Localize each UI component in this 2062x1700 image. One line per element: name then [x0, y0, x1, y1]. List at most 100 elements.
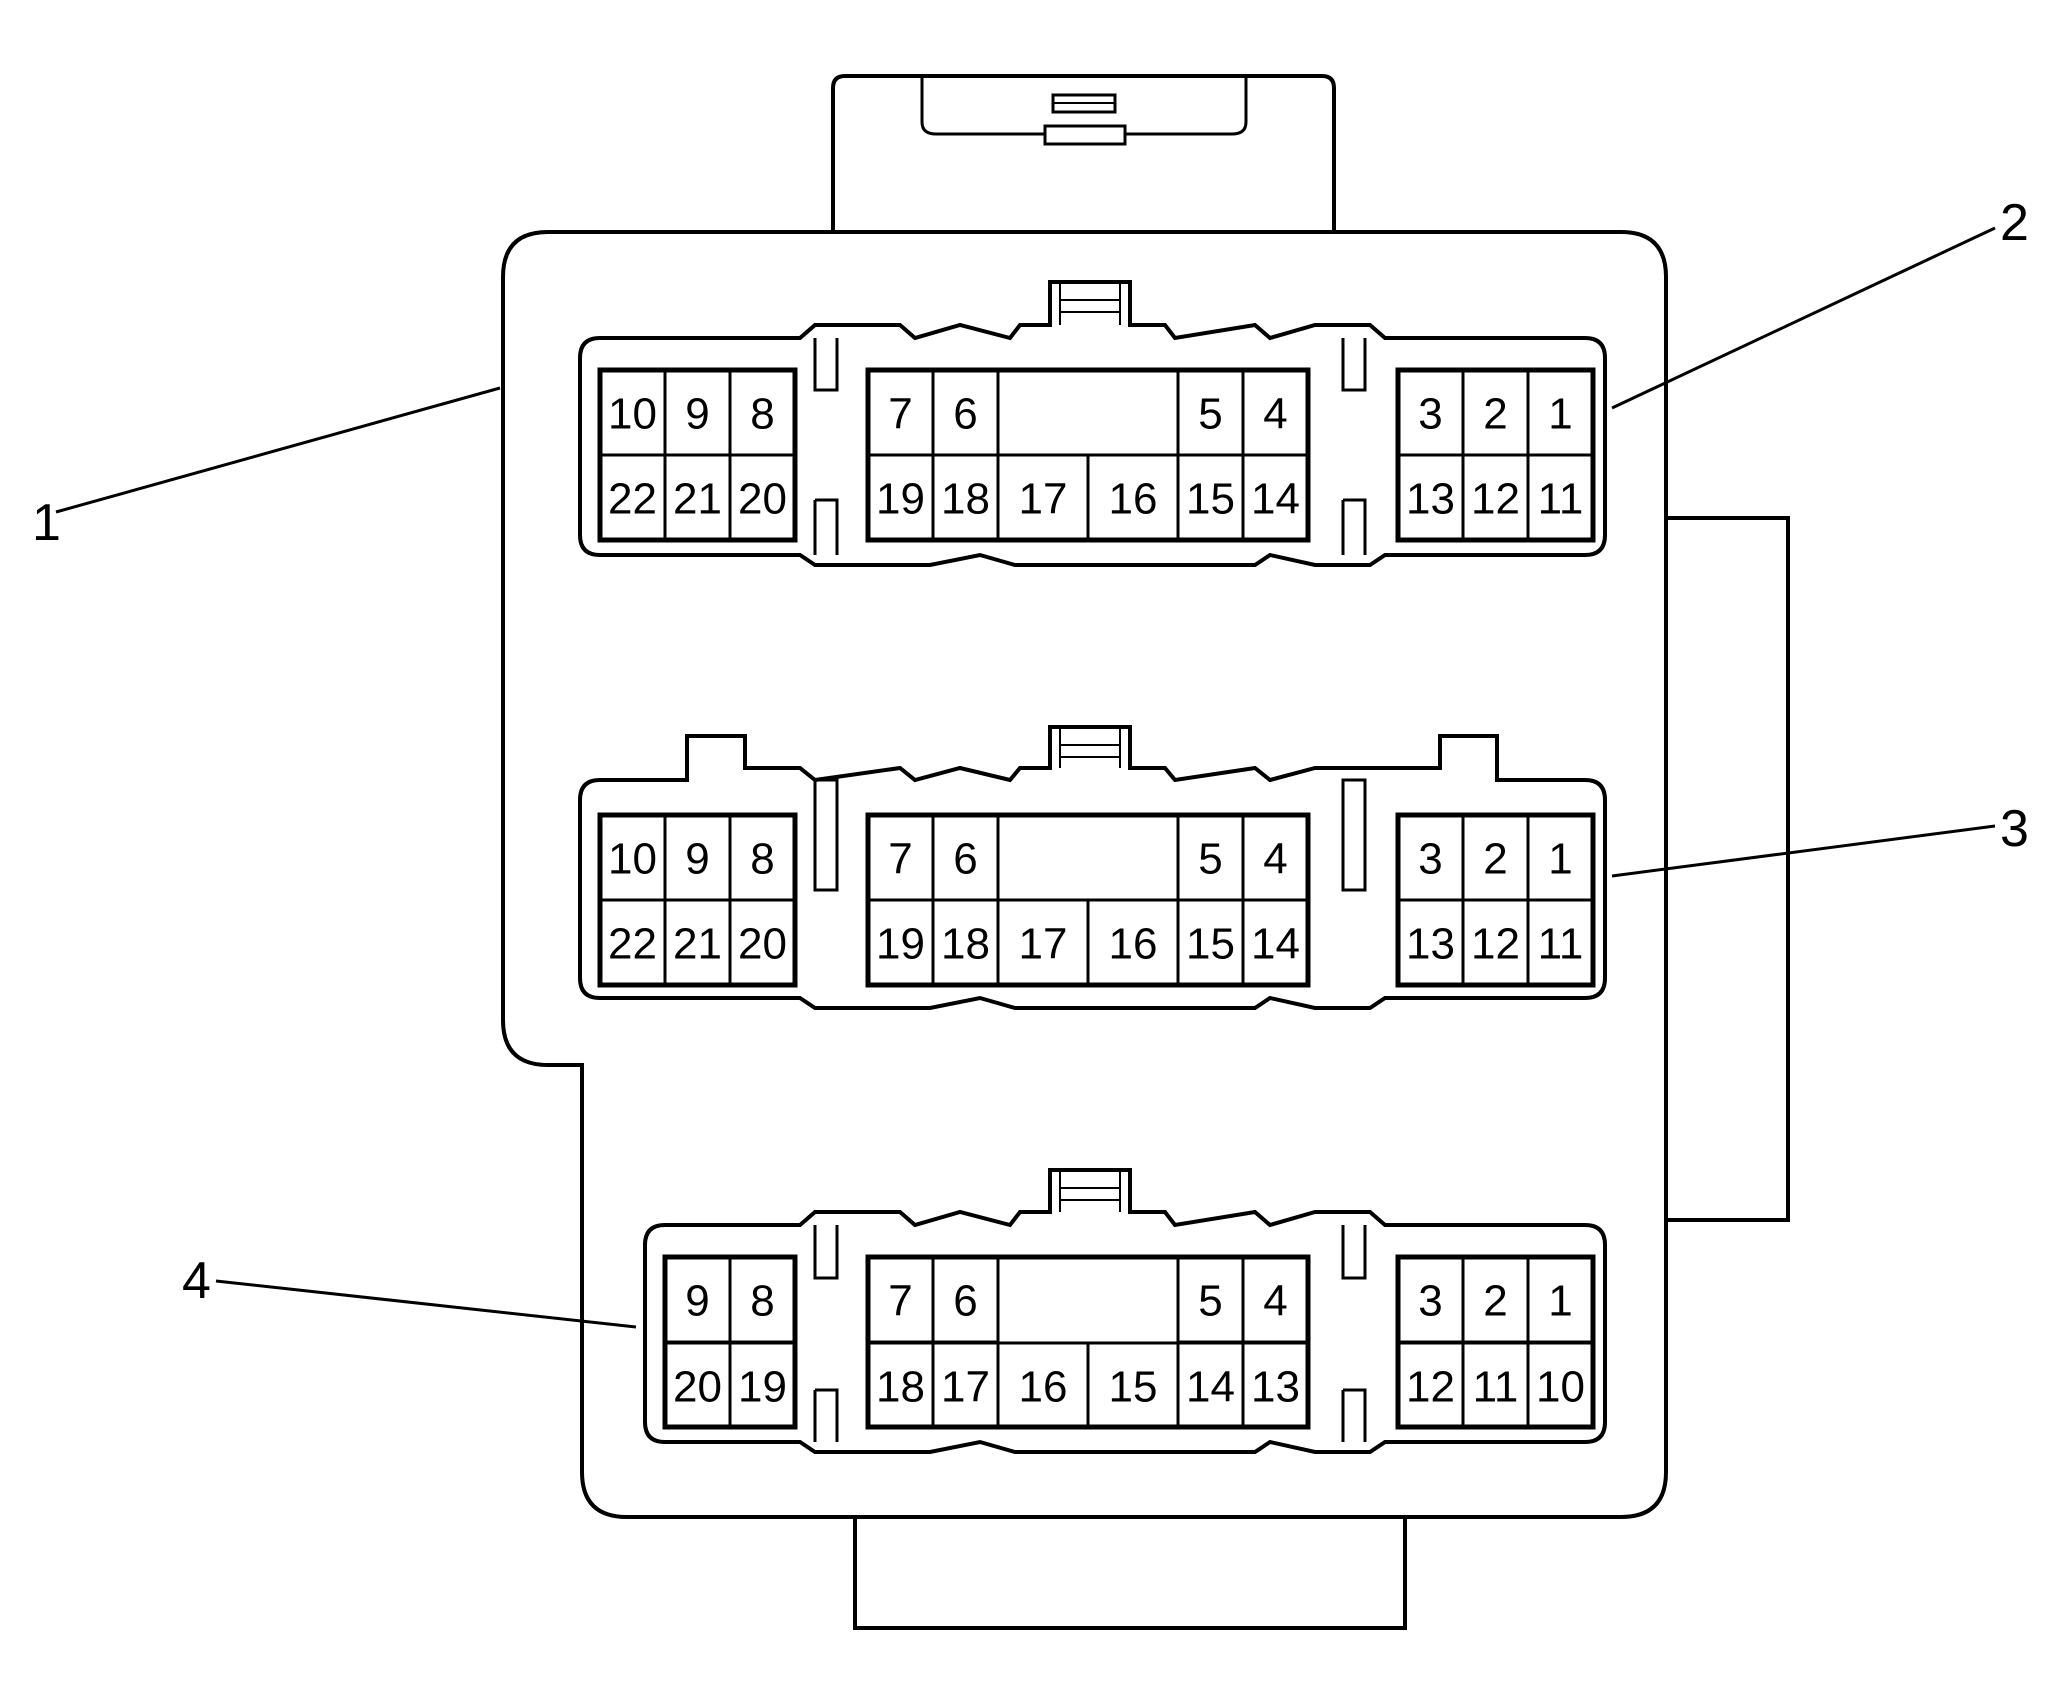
pin-label: 7 [888, 835, 912, 884]
callout-2: 2 [2000, 194, 2029, 252]
pin-label: 14 [1251, 920, 1300, 969]
pin-label: 14 [1186, 1363, 1235, 1412]
pin-label: 16 [1109, 475, 1158, 524]
pin-cell [663, 898, 732, 987]
pin-label: 11 [1473, 1363, 1519, 1412]
pin-block-right [1395, 812, 1596, 988]
pin-block-middle [865, 1254, 1311, 1430]
pin-label: 8 [750, 835, 774, 884]
pin-label: 6 [953, 835, 977, 884]
pin-label: 19 [876, 920, 925, 969]
pin-cell [1526, 1341, 1595, 1430]
pin-label: 15 [1186, 920, 1235, 969]
pin-label: 22 [608, 475, 657, 524]
pin-label: 11 [1538, 920, 1584, 969]
pin-cell [1241, 898, 1310, 987]
pin-label: 18 [941, 475, 990, 524]
pin-label: 9 [685, 835, 709, 884]
callout-4: 4 [182, 1252, 211, 1310]
pin-label: 17 [1019, 475, 1068, 524]
pin-block-left [662, 1254, 798, 1430]
pin-label: 3 [1418, 390, 1442, 439]
pin-cell [1241, 1255, 1310, 1344]
pin-cell [931, 813, 1000, 902]
pin-label: 2 [1483, 390, 1507, 439]
pin-label: 17 [1019, 920, 1068, 969]
pin-label: 13 [1406, 920, 1455, 969]
pin-label: 20 [738, 475, 787, 524]
pin-cell [728, 453, 797, 542]
pin-label: 21 [673, 920, 722, 969]
connector-upper [578, 280, 1607, 567]
pin-label: 21 [673, 475, 722, 524]
pin-label: 15 [1109, 1363, 1158, 1412]
pin-block-left [597, 812, 798, 988]
pin-cell [1461, 1341, 1530, 1430]
pin-cell [996, 898, 1090, 987]
pin-cell [931, 368, 1000, 457]
pin-label: 7 [888, 1277, 912, 1326]
pin-label: 15 [1186, 475, 1235, 524]
pin-label: 9 [685, 390, 709, 439]
pin-label: 19 [738, 1363, 787, 1412]
bottom-tab [853, 1517, 1407, 1630]
pin-label: 8 [750, 390, 774, 439]
pin-label: 3 [1418, 835, 1442, 884]
top-tab-latch-slot [1043, 124, 1127, 146]
pin-label: 5 [1198, 390, 1222, 439]
pin-label: 13 [1251, 1363, 1300, 1412]
pin-label: 11 [1538, 475, 1584, 524]
pin-cell [931, 1255, 1000, 1344]
divider-right [1341, 1225, 1367, 1442]
divider-right [1341, 338, 1367, 555]
divider-left [813, 1225, 839, 1442]
pin-cell [1086, 1341, 1180, 1430]
pin-label: 3 [1418, 1277, 1442, 1326]
pin-cell [1176, 898, 1245, 987]
pin-label: 13 [1406, 475, 1455, 524]
pin-cell [866, 368, 935, 457]
pin-label: 4 [1263, 390, 1287, 439]
pin-label: 18 [876, 1363, 925, 1412]
right-side-tab [1666, 516, 1790, 1222]
divider-left [813, 338, 839, 555]
pin-label: 6 [953, 390, 977, 439]
divider-right [1341, 778, 1367, 892]
callout-1: 1 [32, 494, 61, 552]
pin-label: 10 [1536, 1363, 1585, 1412]
pin-label: 8 [750, 1277, 774, 1326]
pin-label: 1 [1548, 835, 1572, 884]
pin-cell [1086, 898, 1180, 987]
pin-label: 17 [941, 1363, 990, 1412]
pin-cell [866, 898, 935, 987]
pin-cell [1461, 813, 1530, 902]
pin-label: 5 [1198, 1277, 1222, 1326]
pin-label: 22 [608, 920, 657, 969]
pin-label: 16 [1109, 920, 1158, 969]
pin-label: 10 [608, 835, 657, 884]
pin-cell [996, 1341, 1090, 1430]
pin-label: 2 [1483, 835, 1507, 884]
pin-cell [866, 1255, 935, 1344]
pin-block-middle [865, 367, 1311, 543]
pin-cell [1241, 813, 1310, 902]
pin-block-middle [865, 812, 1311, 988]
pin-label: 9 [685, 1277, 709, 1326]
pin-label: 1 [1548, 1277, 1572, 1326]
pin-label: 4 [1263, 835, 1287, 884]
pin-cell [1526, 898, 1595, 987]
key-slot [1059, 1170, 1121, 1212]
pin-cell [1241, 453, 1310, 542]
pin-label: 20 [673, 1363, 722, 1412]
pin-cell [728, 813, 797, 902]
key-slot [1059, 282, 1121, 325]
pin-label: 20 [738, 920, 787, 969]
pin-label: 12 [1471, 920, 1520, 969]
pin-label: 18 [941, 920, 990, 969]
pin-block-right [1395, 367, 1596, 543]
